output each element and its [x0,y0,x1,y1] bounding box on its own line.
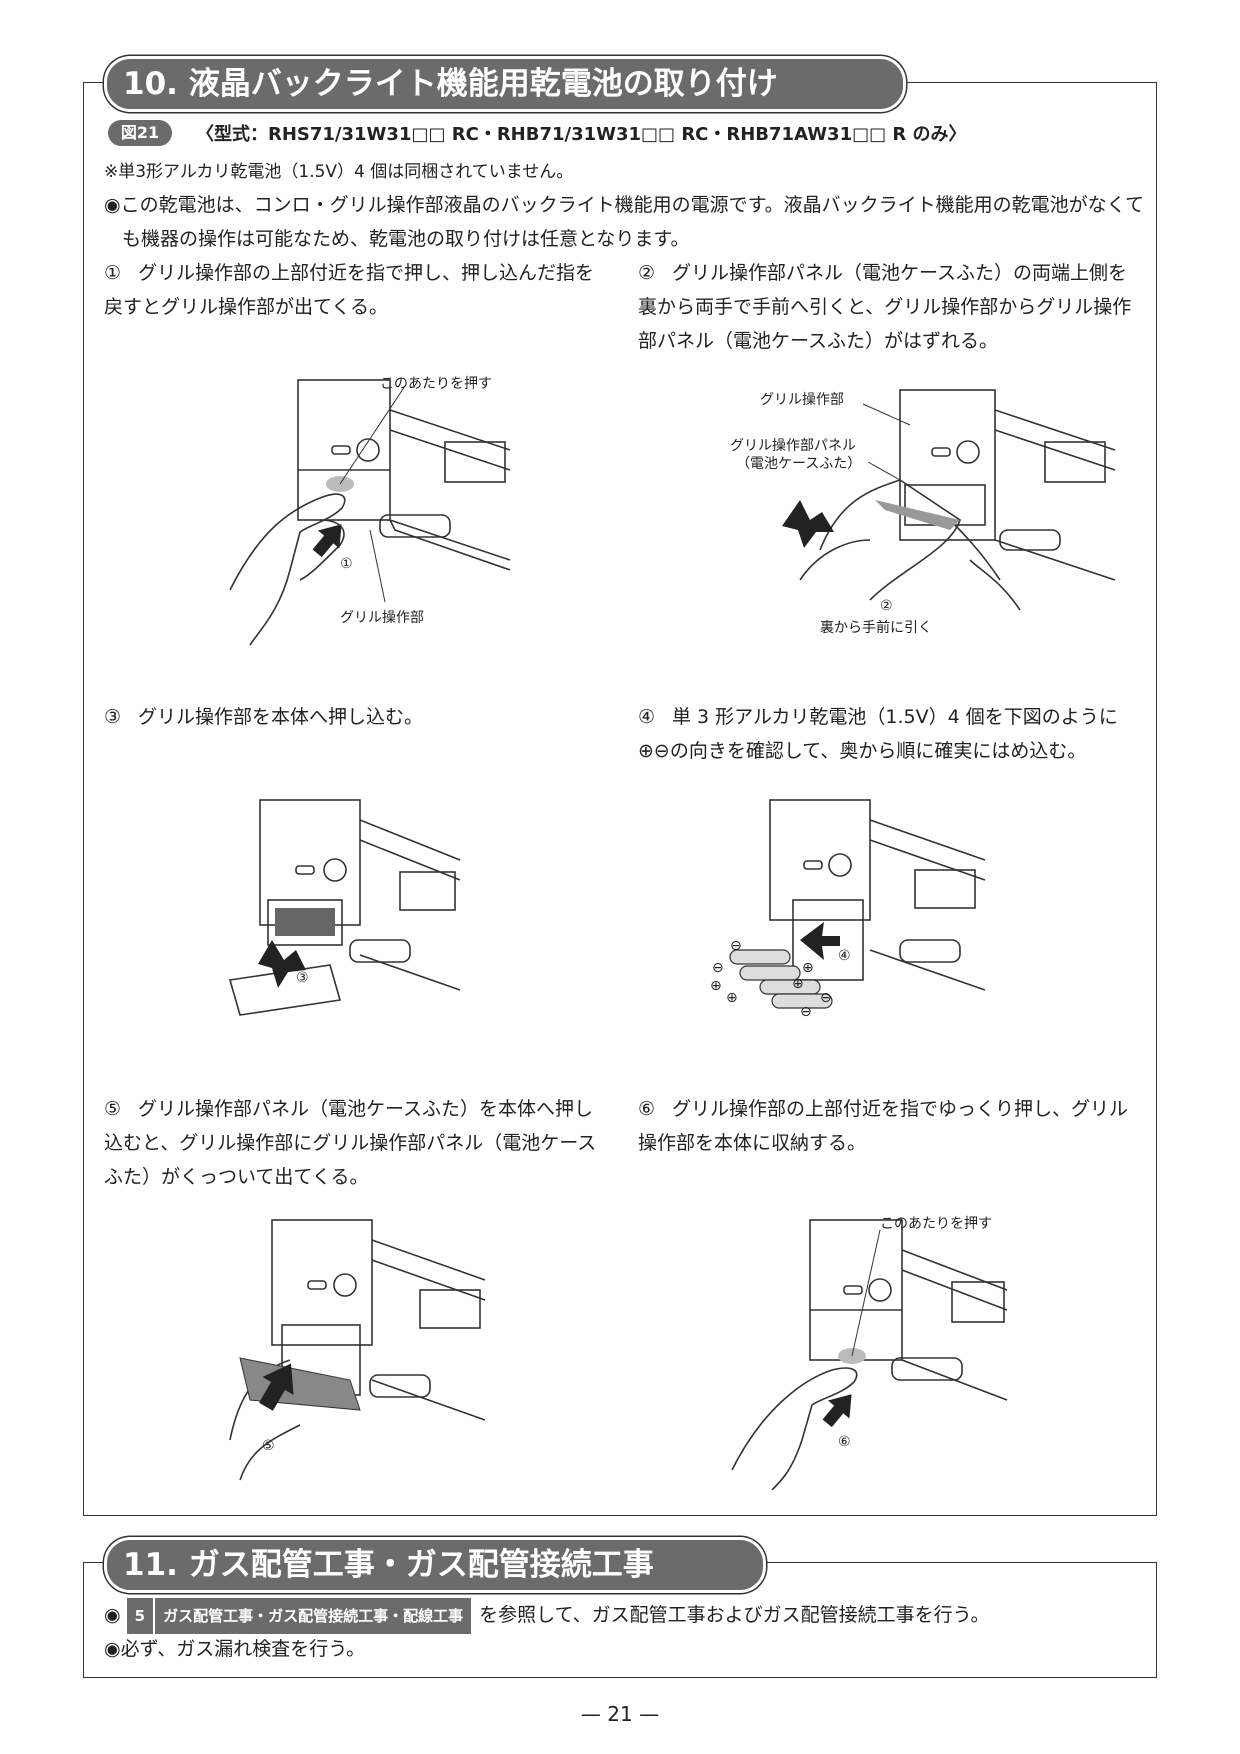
label-circle-5: ⑤ [262,1438,275,1454]
step-4-number: ④ [638,706,656,728]
model-list: 〈型式：RHS71/31W31□□ RC・RHB71/31W31□□ RC・RH… [196,124,967,145]
ref-section-number[interactable]: 5 [126,1598,154,1634]
illustration-step-5: ⑤ [229,1219,486,1481]
step-3-number: ③ [104,706,122,728]
step-6-text: グリル操作部の上部付近を指でゆっくり押し、グリル操作部を本体に収納する。 [638,1098,1129,1154]
minus-mark-2: ⊖ [712,960,724,976]
step-1-text: グリル操作部の上部付近を指で押し、押し込んだ指を戻すとグリル操作部が出てくる。 [104,262,595,318]
step-3-text: グリル操作部を本体へ押し込む。 [138,706,424,728]
label-circle-3: ③ [296,970,309,986]
step-6-number: ⑥ [638,1098,656,1120]
illustration-step-4: ⊖ ⊖ ⊕ ⊕ ⊕ ⊕ ⊖ ⊖ ④ [710,799,986,1020]
label-pull-from-back: 裏から手前に引く [820,619,932,636]
label-push-here-6: このあたりを押す [880,1216,992,1232]
step-2-text: グリル操作部パネル（電池ケースふた）の両端上側を裏から両手で手前へ引くと、グリル… [638,262,1132,352]
illustration-step-2: グリル操作部 グリル操作部パネル （電池ケースふた） ② 裏から手前に引く [730,389,1116,636]
label-circle-6: ⑥ [838,1434,851,1450]
step-5-text: グリル操作部パネル（電池ケースふた）を本体へ押し込むと、グリル操作部にグリル操作… [104,1098,597,1188]
step-4-text: 単 3 形アルカリ乾電池（1.5V）4 個を下図のように⊕⊖の向きを確認して、奥… [638,706,1118,762]
label-grill-unit-2: グリル操作部 [760,392,844,408]
bullet-1: ◉ [104,1604,121,1626]
minus-mark-3: ⊖ [820,990,832,1006]
label-grill-lid-line2: （電池ケースふた） [736,456,861,472]
step-2-number: ② [638,262,656,284]
label-circle-1: ① [340,556,353,572]
section-10-title: 10. 液晶バックライト機能用乾電池の取り付け [104,56,906,112]
battery-note: ※単3形アルカリ乾電池（1.5V）4 個は同梱されていません。 [104,162,574,182]
minus-mark-1: ⊖ [730,938,742,954]
intro-paragraph: ◉この乾電池は、コンロ・グリル操作部液晶のバックライト機能用の電源です。液晶バッ… [104,194,1145,250]
figure-label: 図21 [108,120,172,146]
illustration-step-3: ③ [228,799,461,1016]
minus-mark-4: ⊖ [800,1004,812,1020]
plus-mark-4: ⊕ [792,976,804,992]
page-number: — 21 — [580,1702,660,1726]
label-circle-4: ④ [838,948,851,964]
label-grill-unit-1: グリル操作部 [340,610,424,626]
step-1-number: ① [104,262,122,284]
illustration-step-1: このあたりを押す ① グリル操作部 [229,376,511,646]
step-3: ③ グリル操作部を本体へ押し込む。 [104,700,604,734]
plus-mark-3: ⊕ [802,960,814,976]
label-grill-lid-line1: グリル操作部パネル [730,438,856,454]
section-11-item-2: ◉必ず、ガス漏れ検査を行う。 [104,1638,366,1660]
illustration-step-6: このあたりを押す ⑥ [731,1216,1008,1490]
step-5-number: ⑤ [104,1098,122,1120]
ref-section-title[interactable]: ガス配管工事・ガス配管接続工事・配線工事 [155,1598,472,1634]
label-push-here-1: このあたりを押す [380,376,492,392]
plus-mark-2: ⊕ [726,990,738,1006]
label-circle-2: ② [880,598,893,614]
section-11-title: 11. ガス配管工事・ガス配管接続工事 [104,1537,766,1593]
ref-suffix-text: を参照して、ガス配管工事およびガス配管接続工事を行う。 [479,1604,990,1626]
plus-mark-1: ⊕ [710,978,722,994]
